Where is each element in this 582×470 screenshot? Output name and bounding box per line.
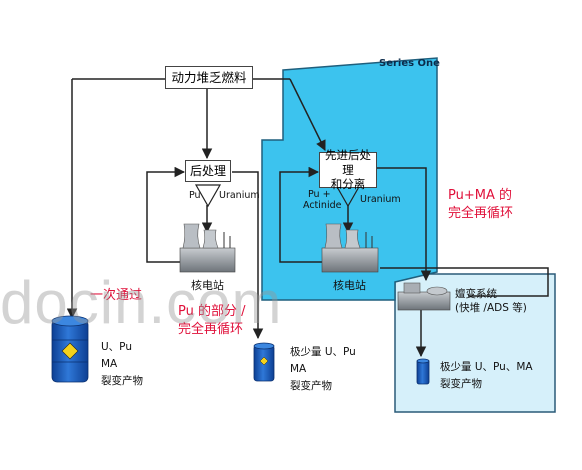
uranium-label: Uranium (219, 190, 260, 201)
pu-ma-full-recycle-label: Pu+MA 的 完全再循环 (448, 187, 513, 222)
transmutation-line1: 嬗变系统 (455, 288, 497, 300)
advanced-reprocessing-line2: 和分离 (330, 177, 366, 192)
waste2-line3: 裂变产物 (290, 379, 332, 392)
waste2-line2: MA (290, 362, 307, 375)
watermark-text: docin.com (0, 269, 283, 336)
pu-partial-recycle-label: Pu 的部分 / 完全再循环 (178, 303, 246, 338)
waste1-line1: U、Pu (101, 341, 132, 353)
actinide-label: Actinide (303, 200, 342, 211)
pu-partial-line1: Pu 的部分 / (178, 304, 246, 319)
uranium-label-2: Uranium (360, 194, 401, 205)
npp-label-2: 核电站 (333, 279, 366, 292)
series-one-label: Series One (379, 58, 440, 69)
separation-triangle-1 (194, 184, 222, 208)
transmutation-label: 嬗变系统 (快堆 /ADS 等) (455, 287, 527, 315)
waste-drum-icon-2 (253, 342, 275, 382)
nuclear-plant-icon-1 (179, 223, 236, 273)
waste1-line2: MA (101, 357, 118, 370)
waste1-line3: 裂变产物 (101, 374, 143, 387)
waste-drum-icon-3 (416, 358, 430, 385)
once-through-label: 一次通过 (90, 288, 143, 303)
npp-label-1: 核电站 (191, 279, 224, 292)
pu-partial-line2: 完全再循环 (178, 321, 244, 337)
waste-drum-icon-1 (51, 315, 89, 383)
waste-text-2: 极少量 U、Pu MA 裂变产物 (290, 344, 356, 394)
nuclear-plant-icon-2 (321, 223, 379, 273)
pu-label: Pu (189, 190, 201, 201)
pu-ma-full-line2: 完全再循环 (448, 205, 514, 221)
power-reactor-fuel-box: 动力堆乏燃料 (165, 66, 253, 89)
pu-ma-full-line1: Pu+MA 的 (448, 188, 512, 203)
waste3-line1: 极少量 U、Pu、MA (440, 361, 533, 373)
transmutation-facility-icon (397, 282, 451, 311)
advanced-reprocessing-box: 先进后处理 和分离 (319, 148, 377, 192)
waste3-line2: 裂变产物 (440, 377, 482, 390)
waste-text-3: 极少量 U、Pu、MA 裂变产物 (440, 359, 533, 393)
waste-text-1: U、Pu MA 裂变产物 (101, 339, 143, 389)
pu-plus-label: Pu + (308, 189, 331, 200)
reprocessing-box: 后处理 (185, 160, 231, 182)
transmutation-line2: (快堆 /ADS 等) (455, 302, 527, 315)
advanced-reprocessing-line1: 先进后处理 (325, 148, 371, 177)
waste2-line1: 极少量 U、Pu (290, 346, 356, 358)
